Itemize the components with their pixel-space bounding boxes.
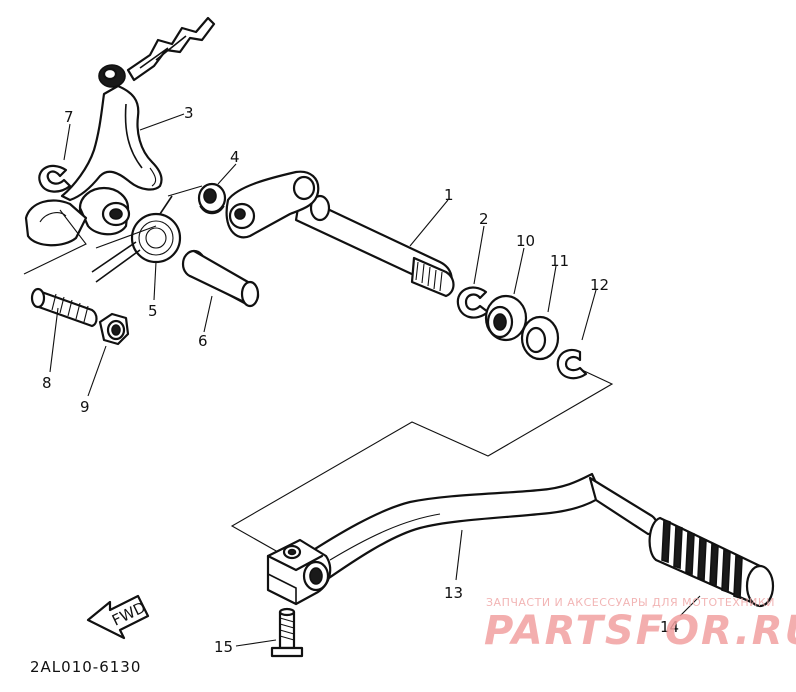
label-9: 9 bbox=[80, 398, 90, 416]
label-14: 14 bbox=[660, 618, 679, 636]
label-4: 4 bbox=[230, 148, 240, 166]
bolt-part-8 bbox=[30, 287, 98, 328]
label-7: 7 bbox=[64, 108, 74, 126]
part-number-labels: 1 2 3 4 5 6 7 8 9 10 11 12 13 14 15 bbox=[42, 104, 679, 656]
label-3: 3 bbox=[184, 104, 194, 122]
shift-arm-part-3 bbox=[24, 16, 216, 247]
shift-pedal-part-13 bbox=[266, 472, 658, 606]
watermark-brand: PARTSFOR.RU bbox=[484, 608, 796, 654]
shift-shaft-part-1 bbox=[225, 170, 455, 298]
torsion-spring-part-5 bbox=[91, 195, 182, 283]
label-10: 10 bbox=[516, 232, 535, 250]
leader-lines bbox=[49, 113, 701, 647]
watermark-tagline: ЗАПЧАСТИ И АКСЕССУАРЫ ДЛЯ МОТОТЕХНИКИ bbox=[486, 596, 775, 609]
forward-direction-arrow: FWD bbox=[86, 594, 150, 640]
label-15: 15 bbox=[214, 638, 233, 656]
circlip-part-7 bbox=[38, 164, 72, 193]
drawing-code: 2AL010-6130 bbox=[30, 658, 141, 676]
label-2: 2 bbox=[479, 210, 489, 228]
label-8: 8 bbox=[42, 374, 52, 392]
partsfor-watermark: ЗАПЧАСТИ И АКСЕССУАРЫ ДЛЯ МОТОТЕХНИКИ PA… bbox=[484, 596, 796, 654]
collar-part-6 bbox=[181, 249, 260, 308]
label-13: 13 bbox=[444, 584, 463, 602]
label-11: 11 bbox=[550, 252, 569, 270]
label-5: 5 bbox=[148, 302, 158, 320]
oil-seal-part-10 bbox=[484, 294, 528, 342]
bolt-part-15 bbox=[270, 607, 304, 658]
assembly-guide-lines bbox=[23, 185, 614, 553]
washer-part-4 bbox=[197, 182, 227, 215]
footpeg-rubber-part-14 bbox=[648, 516, 775, 608]
label-1: 1 bbox=[444, 186, 454, 204]
label-12: 12 bbox=[590, 276, 609, 294]
label-6: 6 bbox=[198, 332, 208, 350]
circlip-part-12 bbox=[556, 348, 588, 380]
washer-part-11 bbox=[520, 315, 560, 361]
nut-part-9 bbox=[98, 312, 130, 346]
circlip-part-2 bbox=[456, 286, 490, 319]
